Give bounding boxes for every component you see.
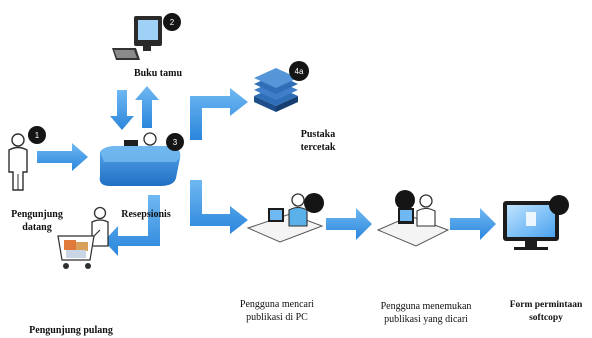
svg-text:3: 3	[173, 138, 178, 147]
label-visitor-arrive-line2: datang	[22, 222, 52, 233]
label-user-found: Pengguna menemukan publikasi yang dicari	[360, 300, 492, 326]
label-user-found-line1: Pengguna menemukan	[380, 301, 472, 312]
shopping-cart-icon	[57, 206, 109, 269]
arrow-found-to-softcopy	[450, 208, 496, 240]
books-icon	[254, 68, 298, 112]
label-softcopy: Form permintaan softcopy	[500, 299, 592, 325]
svg-text:4a: 4a	[295, 67, 304, 76]
label-printed-line2: tercetak	[300, 142, 336, 153]
step-badge: 2	[163, 13, 181, 31]
arrow-down-to-reception	[110, 90, 134, 130]
label-user-found-line2: publikasi yang dicari	[384, 314, 468, 325]
arrow-exit	[104, 195, 160, 256]
label-printed: Pustaka tercetak	[282, 128, 354, 154]
arrow-pc-to-found	[326, 208, 372, 240]
reception-desk-icon	[99, 132, 181, 186]
user-pc-icon	[376, 194, 450, 247]
svg-text:2: 2	[170, 18, 175, 27]
label-softcopy-line1: Form permintaan	[509, 300, 583, 310]
label-user-search-line2: publikasi di PC	[246, 312, 308, 323]
person-icon	[8, 133, 28, 191]
label-user-search-line1: Pengguna mencari	[239, 299, 315, 310]
label-visitor-leave: Pengunjung pulang	[29, 325, 113, 336]
arrow-up-to-guestbook	[135, 86, 159, 128]
label-user-search: Pengguna mencari publikasi di PC	[218, 298, 336, 324]
arrow-up-to-printed	[190, 88, 248, 140]
step-badge	[304, 193, 324, 213]
step-badge: 3	[166, 133, 184, 151]
label-guestbook: Buku tamu	[133, 68, 183, 79]
label-softcopy-line2: softcopy	[529, 313, 563, 323]
user-pc-icon	[246, 193, 324, 243]
label-visitor-arrive: Pengunjung datang	[2, 208, 72, 234]
svg-text:1: 1	[35, 131, 40, 140]
arrow-down-to-pc	[190, 180, 248, 234]
computer-icon	[112, 16, 162, 60]
arrow-visitor-to-reception	[37, 143, 88, 171]
step-badge	[395, 190, 415, 210]
label-receptionist: Resepsionis	[121, 209, 171, 220]
label-printed-line1: Pustaka	[300, 129, 336, 140]
monitor-icon	[503, 201, 559, 250]
step-badge: 4a	[289, 61, 309, 81]
step-badge	[549, 195, 569, 215]
label-visitor-arrive-line1: Pengunjung	[11, 209, 63, 220]
step-badge: 1	[28, 126, 46, 144]
